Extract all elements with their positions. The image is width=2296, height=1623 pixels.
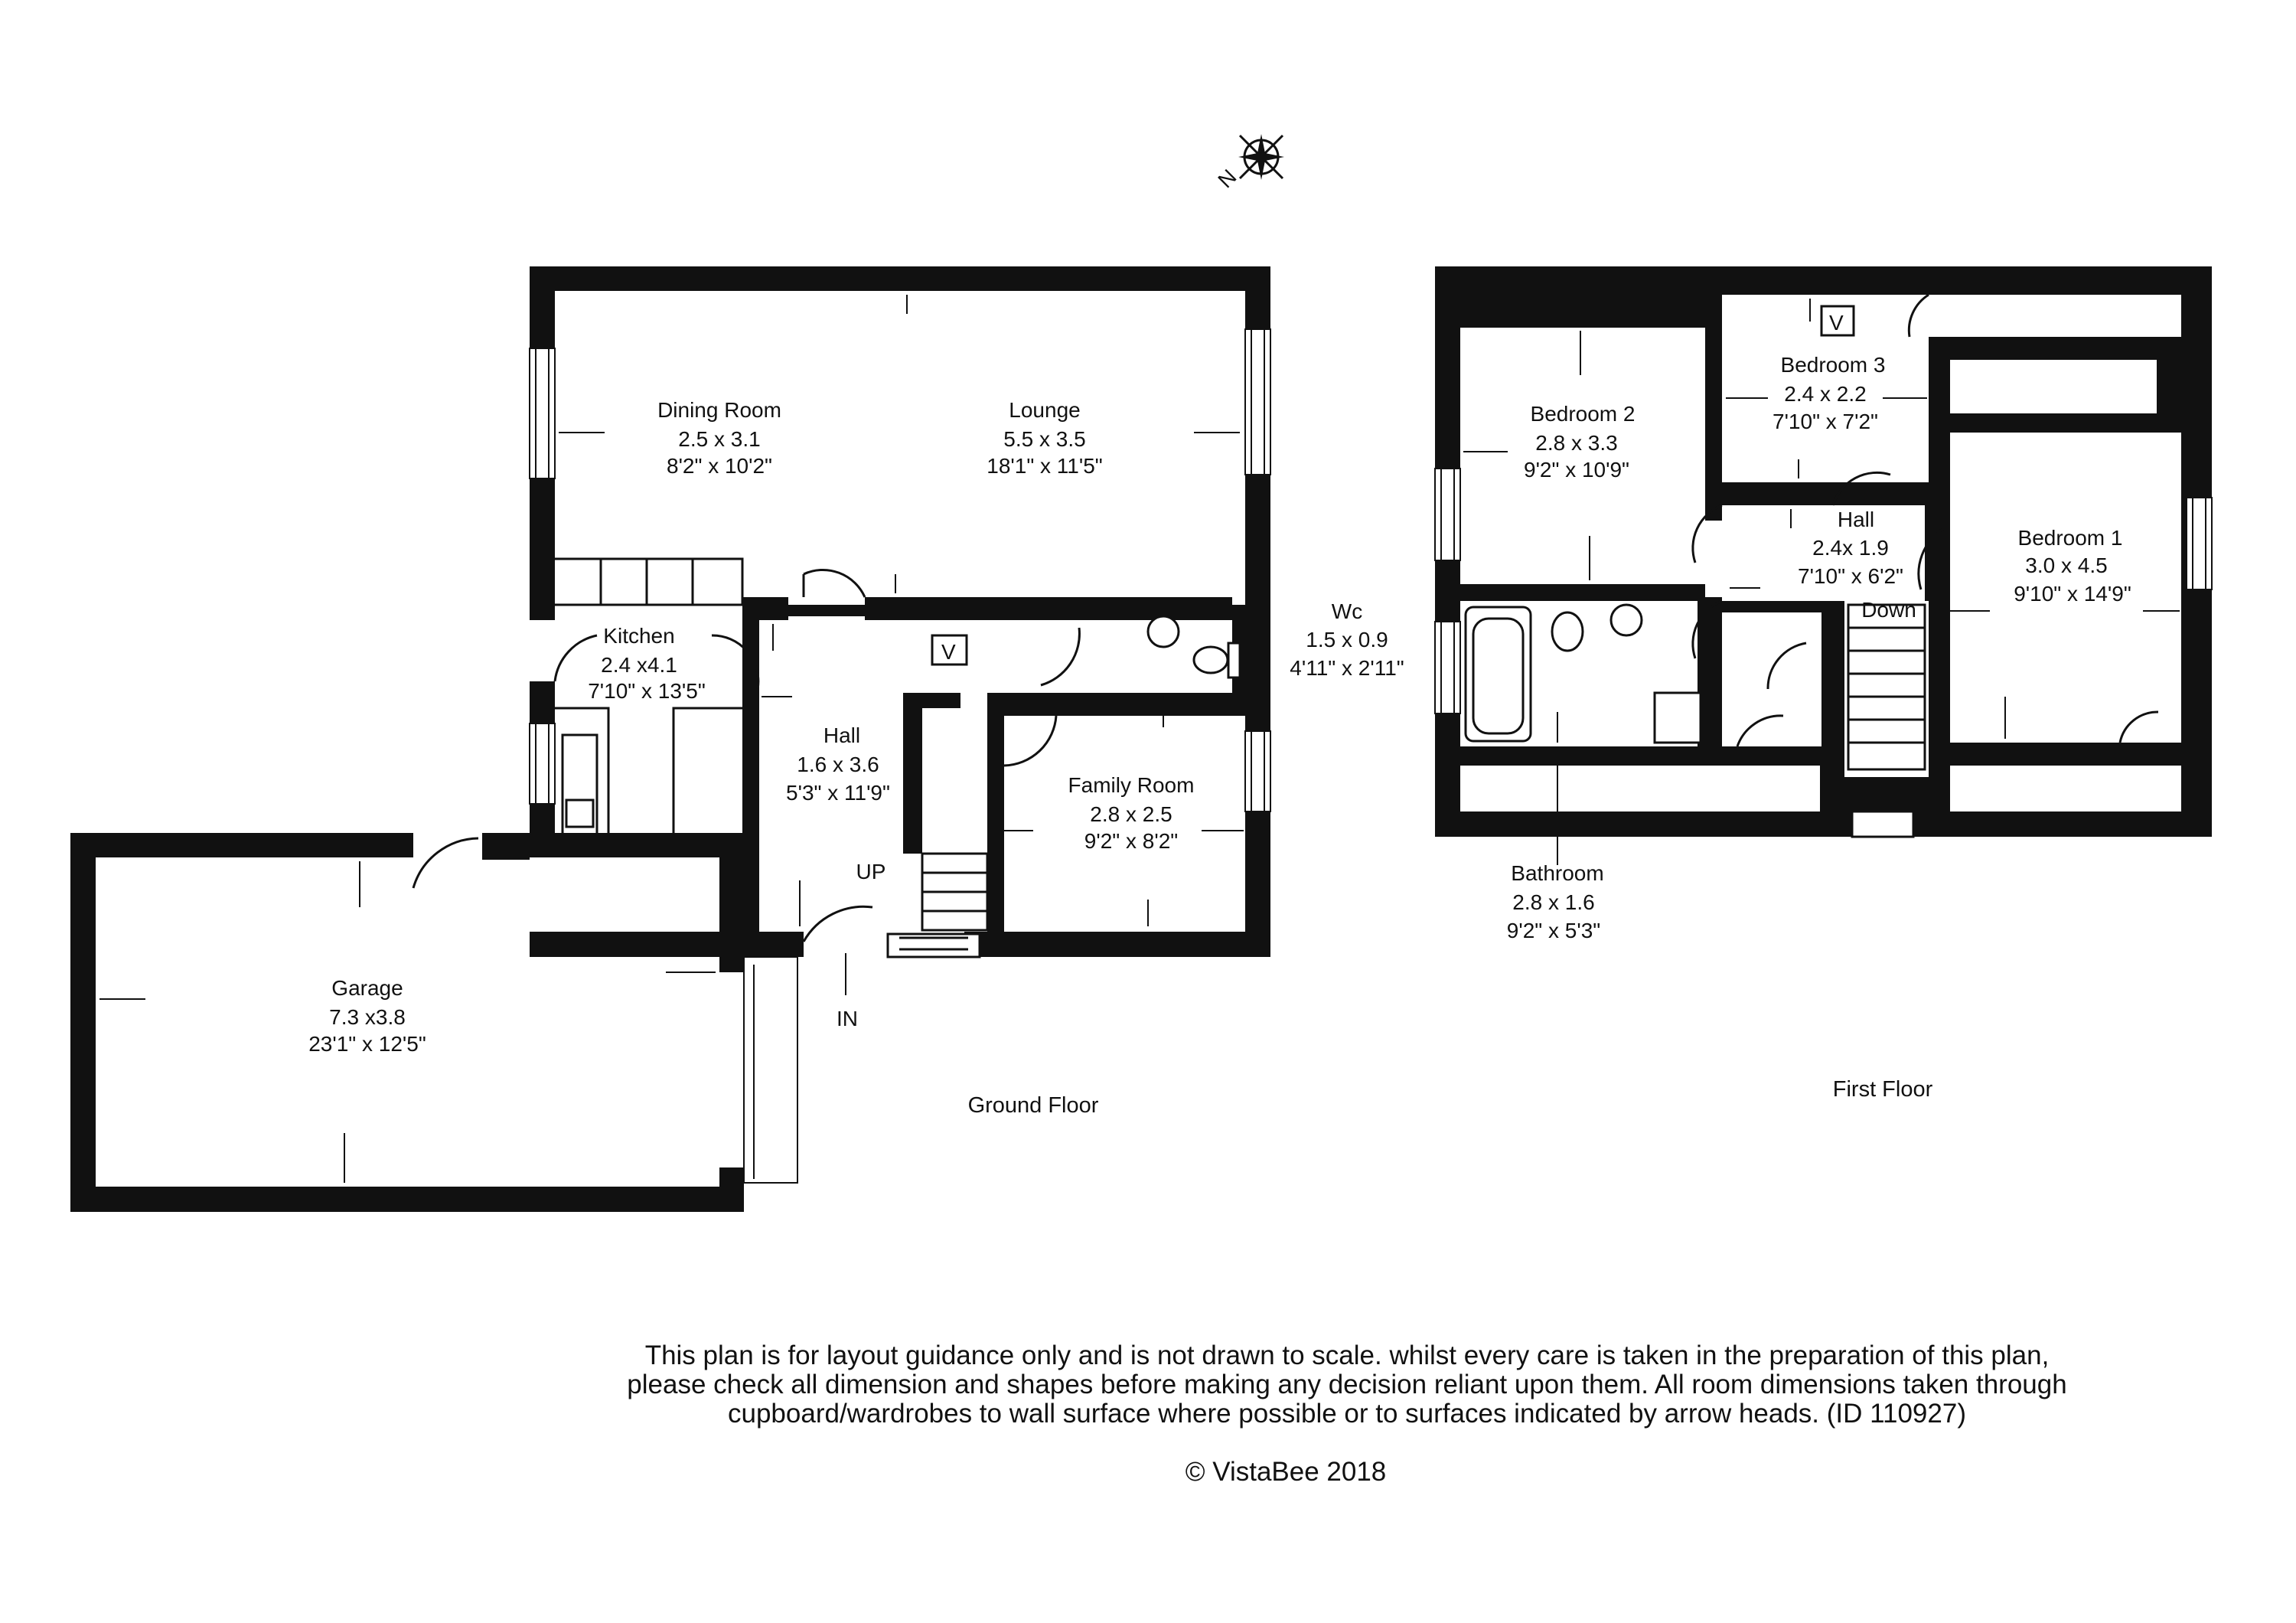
disclaimer-line: cupboard/wardrobes to wall surface where… [728,1399,1966,1429]
svg-text:2.8 x 2.5: 2.8 x 2.5 [1090,802,1172,826]
bedroom-2-area [1460,328,1705,584]
svg-text:1.5 x 0.9: 1.5 x 0.9 [1306,628,1388,651]
vent-box [931,634,968,666]
family-room-area [1004,716,1245,932]
svg-text:9'2" x 8'2": 9'2" x 8'2" [1084,829,1178,853]
svg-text:Bathroom: Bathroom [1511,861,1603,885]
svg-text:7'10" x 13'5": 7'10" x 13'5" [588,679,706,703]
svg-text:Hall: Hall [823,723,860,747]
first-vent-label: V [1829,311,1844,335]
room-lounge: Lounge 5.5 x 3.5 18'1" x 11'5" [987,398,1102,478]
ground-stairs [886,852,989,958]
room-kitchen: Kitchen 2.4 x4.1 7'10" x 13'5" [588,624,706,703]
basin-icon [1609,603,1643,637]
vent-box [1820,305,1855,337]
room-hall: Hall 1.6 x 3.6 5'3" x 11'9" [786,723,890,805]
svg-text:9'2" x 10'9": 9'2" x 10'9" [1524,458,1629,482]
svg-text:2.4x 1.9: 2.4x 1.9 [1812,536,1889,560]
svg-text:7.3 x3.8: 7.3 x3.8 [329,1005,406,1029]
room-bedroom-3: Bedroom 3 2.4 x 2.2 7'10" x 7'2" [1773,353,1885,433]
first-floor-label: First Floor [1833,1077,1933,1102]
svg-text:2.8 x 3.3: 2.8 x 3.3 [1535,431,1617,455]
svg-text:9'10" x 14'9": 9'10" x 14'9" [2014,582,2131,606]
entrance-label: IN [837,1007,858,1030]
svg-text:8'2" x 10'2": 8'2" x 10'2" [667,454,772,478]
ground-vent-label: V [941,640,956,664]
compass-north-letter: N [1213,165,1241,192]
room-first-hall: Hall 2.4x 1.9 7'10" x 6'2" [1798,508,1903,588]
toilet-icon [1551,611,1584,652]
svg-text:Garage: Garage [331,976,403,1000]
disclaimer-line: This plan is for layout guidance only an… [644,1341,2050,1370]
ground-floor-label: Ground Floor [968,1093,1099,1118]
copyright-text: © VistaBee 2018 [1185,1457,1387,1487]
wc-basin-icon [1146,615,1180,648]
svg-text:7'10" x 7'2": 7'10" x 7'2" [1773,410,1878,433]
svg-text:Lounge: Lounge [1009,398,1080,422]
svg-text:Hall: Hall [1838,508,1874,531]
room-bedroom-1: Bedroom 1 3.0 x 4.5 9'10" x 14'9" [2014,526,2131,606]
bath-icon [1464,606,1532,743]
svg-text:Wc: Wc [1332,599,1362,623]
first-stairs [1847,603,1926,838]
svg-text:Family Room: Family Room [1068,773,1195,797]
svg-text:Bedroom 3: Bedroom 3 [1781,353,1886,377]
room-wc: Wc 1.5 x 0.9 4'11" x 2'11" [1290,599,1404,680]
room-bathroom: Bathroom 2.8 x 1.6 9'2" x 5'3" [1507,861,1604,942]
room-dining-room: Dining Room 2.5 x 3.1 8'2" x 10'2" [657,398,781,478]
svg-text:Bedroom 1: Bedroom 1 [2018,526,2123,550]
svg-text:5'3" x 11'9": 5'3" x 11'9" [786,781,890,805]
bedroom-1-area [1950,433,2181,743]
first-hall-area [1722,505,1925,601]
svg-text:23'1" x 12'5": 23'1" x 12'5" [308,1032,426,1056]
first-stairs-area [1844,601,1929,777]
dining-lounge-area [555,291,1245,605]
svg-text:9'2" x 5'3": 9'2" x 5'3" [1507,919,1600,942]
stairs-down-label: Down [1861,598,1916,622]
svg-text:Dining Room: Dining Room [657,398,781,422]
svg-text:5.5 x 3.5: 5.5 x 3.5 [1003,427,1085,451]
svg-text:Kitchen: Kitchen [603,624,674,648]
svg-text:7'10" x 6'2": 7'10" x 6'2" [1798,564,1903,588]
disclaimer-line: please check all dimension and shapes be… [627,1370,2067,1399]
svg-text:Bedroom 2: Bedroom 2 [1531,402,1636,426]
svg-text:1.6 x 3.6: 1.6 x 3.6 [797,753,879,776]
stairs-up-label: UP [856,860,886,883]
room-bedroom-2: Bedroom 2 2.8 x 3.3 9'2" x 10'9" [1524,402,1635,482]
svg-text:2.8 x 1.6: 2.8 x 1.6 [1512,890,1594,914]
first-floor: V Bedroom 2 2.8 x 3.3 9'2" x 10'9" Bedro… [1434,266,2213,1102]
wc-toilet-icon [1192,645,1229,674]
svg-text:2.4 x 2.2: 2.4 x 2.2 [1784,382,1866,406]
svg-text:4'11" x 2'11": 4'11" x 2'11" [1290,656,1404,680]
disclaimer-text: This plan is for layout guidance only an… [520,1341,2174,1429]
svg-text:18'1" x 11'5": 18'1" x 11'5" [987,454,1102,478]
shower-icon [1653,691,1702,744]
room-garage: Garage 7.3 x3.8 23'1" x 12'5" [308,976,426,1056]
svg-text:2.5 x 3.1: 2.5 x 3.1 [678,427,760,451]
compass-icon: N [1213,134,1284,192]
svg-text:3.0 x 4.5: 3.0 x 4.5 [2025,554,2107,577]
wc-area [1003,616,1232,693]
svg-text:2.4 x4.1: 2.4 x4.1 [601,653,677,677]
room-family-room: Family Room 2.8 x 2.5 9'2" x 8'2" [1068,773,1195,853]
ground-floor: V Dining Room 2.5 x 3.1 8'2" [70,266,1404,1212]
